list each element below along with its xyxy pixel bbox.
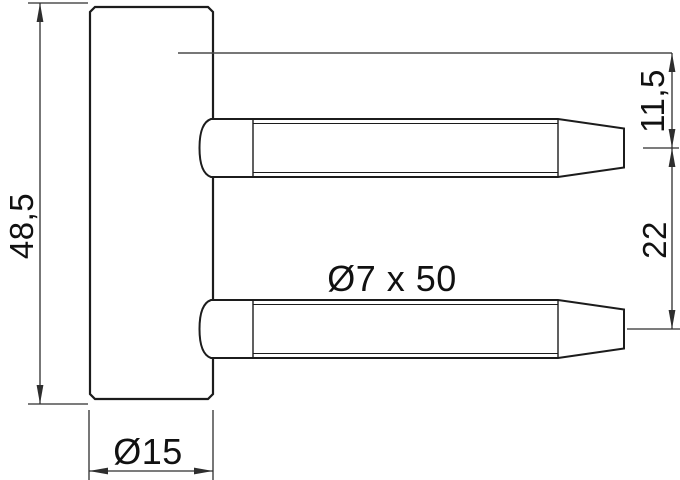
dimension-pin-offset: 11,5: [634, 53, 679, 149]
pin-lower: [198, 299, 625, 359]
dim-pin-offset-label: 11,5: [634, 69, 671, 133]
arrowhead-left: [89, 467, 108, 475]
dimension-body-height: 48,5: [3, 2, 88, 405]
hinge-body-outline: [88, 5, 215, 401]
dim-body-diameter-label: Ø15: [113, 431, 183, 472]
dim-pin-spacing-label: 22: [636, 221, 673, 259]
pin-upper-silhouette: [198, 118, 625, 178]
pin-upper: [198, 118, 625, 178]
arrowhead-down: [668, 129, 676, 148]
dim-body-height-label: 48,5: [3, 193, 40, 259]
arrowhead-down: [668, 310, 676, 329]
pin-lower-silhouette: [198, 299, 625, 359]
arrowhead-right: [194, 467, 213, 475]
arrowhead-down: [36, 385, 44, 404]
dimension-pin-spacing: 22: [627, 148, 680, 330]
arrowhead-up: [668, 148, 676, 167]
arrowhead-up: [668, 53, 676, 72]
arrowhead-up: [36, 3, 44, 22]
pin-spec-label: Ø7 x 50: [327, 258, 457, 299]
dimension-body-diameter: Ø15: [88, 410, 214, 480]
